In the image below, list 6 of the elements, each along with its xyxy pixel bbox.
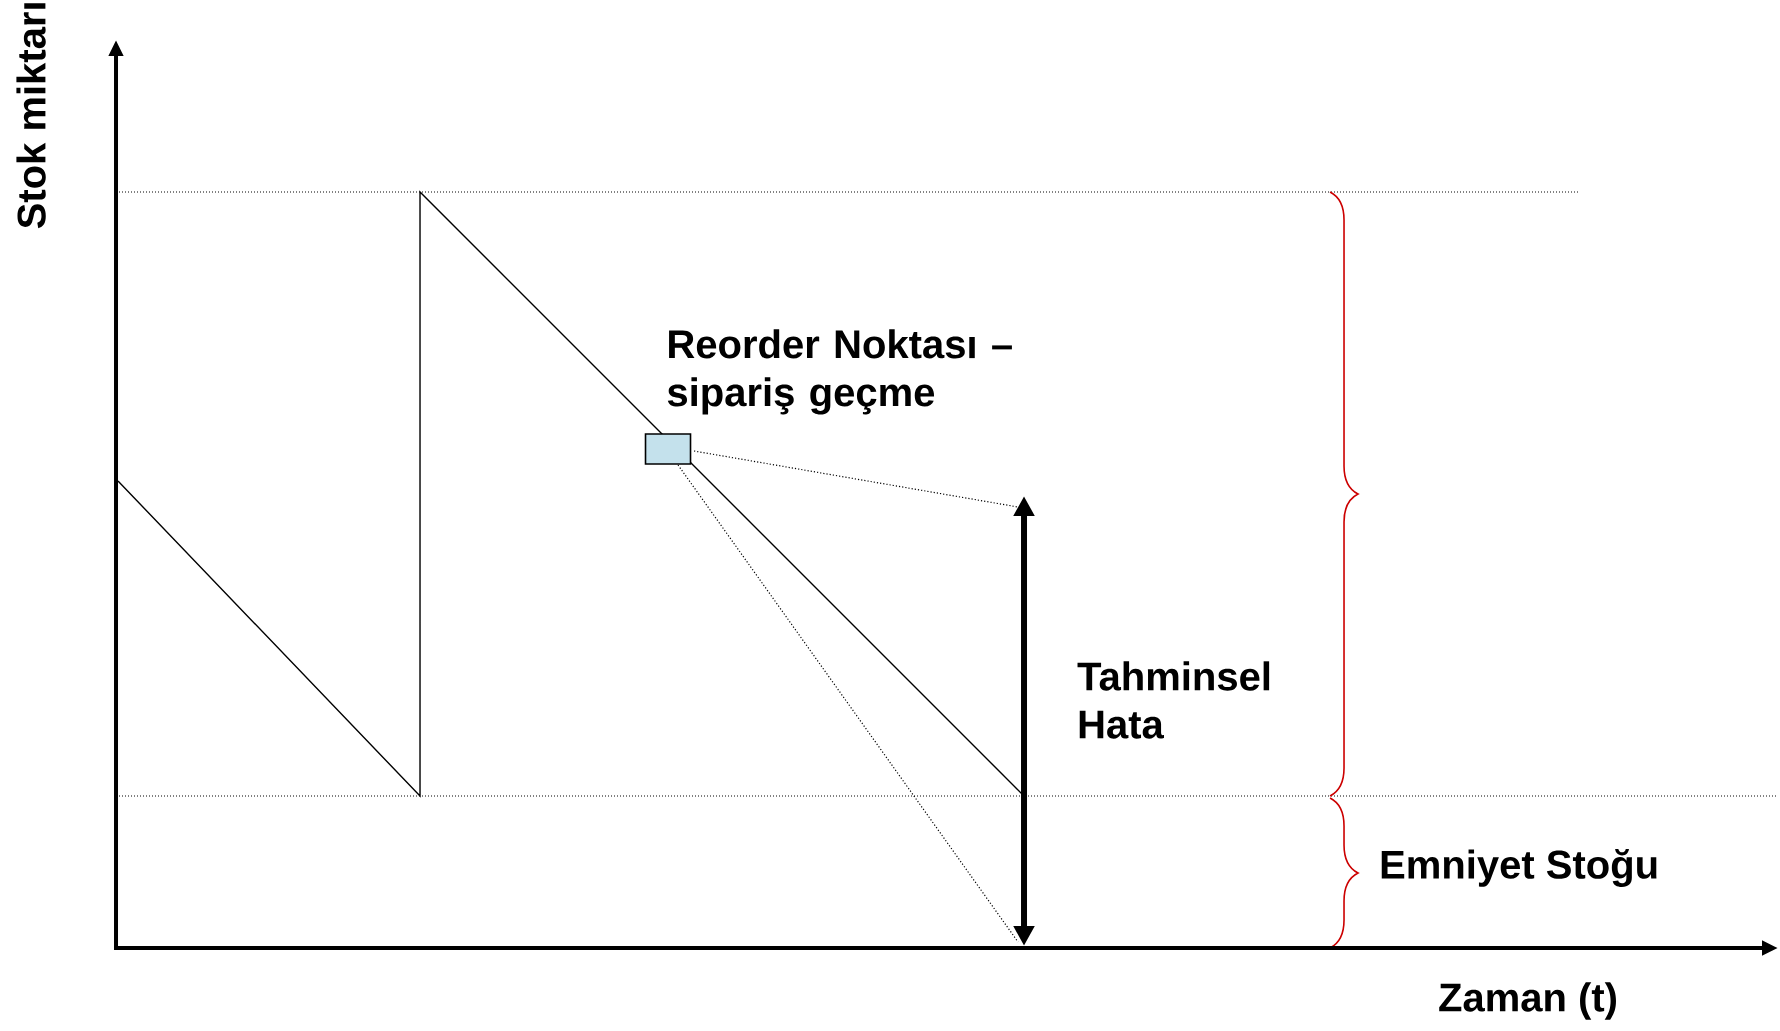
axis-title: Zaman (t)	[1439, 982, 1616, 1020]
annotation-text: Emniyet Stoğu	[1381, 849, 1657, 887]
annotation-text: Tahminsel Hata	[1077, 661, 1270, 739]
annotation-text: Reorder Noktası – sipariş geçme	[667, 329, 1012, 415]
axis-title: Stok miktarı	[16, 3, 46, 229]
reorder-point-box	[644, 433, 692, 465]
